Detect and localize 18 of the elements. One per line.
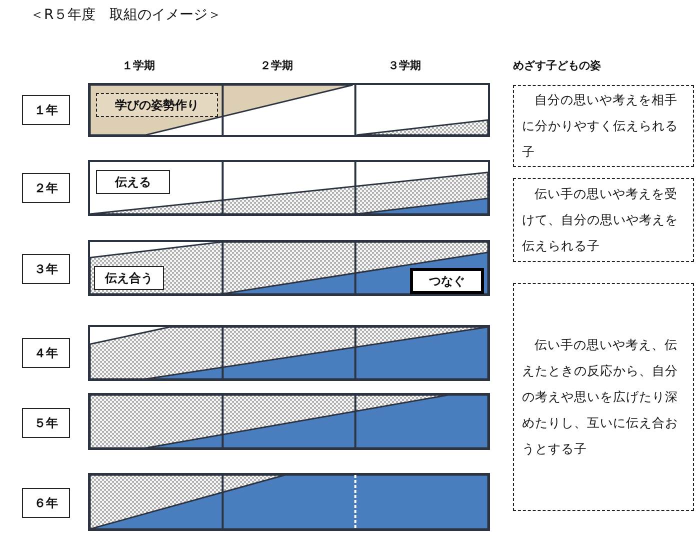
column-heading: めざす子どもの姿 (513, 58, 601, 73)
grade-label: ２年 (22, 173, 70, 203)
goal-text-box: 自分の思いや考えを相手に分かりやすく伝えられる子 (513, 85, 694, 167)
goal-text-box: 伝い手の思いや考え、伝えたときの反応から、自分の考えや思いを広げたり深めたりし、互いに伝え合おうとする子 (513, 283, 694, 511)
grade-label: ３年 (22, 254, 70, 284)
title: ＜R５年度 取組のイメージ＞ (30, 6, 222, 24)
grade-label: ４年 (22, 338, 70, 368)
column-header: １学期 (122, 58, 155, 73)
grade-label: ５年 (22, 408, 70, 438)
stage-label: つなぐ (410, 268, 484, 294)
grade-label: ６年 (22, 488, 70, 518)
goal-text-box: 伝い手の思いや考えを受けて、自分の思いや考えを伝えられる子 (513, 178, 694, 262)
grade-label: １年 (22, 95, 70, 125)
column-header: ３学期 (388, 58, 421, 73)
stage-label: 学びの姿勢作り (96, 93, 218, 117)
column-header: ２学期 (260, 58, 293, 73)
stage-label: 伝える (96, 170, 170, 194)
stage-label: 伝え合う (94, 266, 164, 290)
